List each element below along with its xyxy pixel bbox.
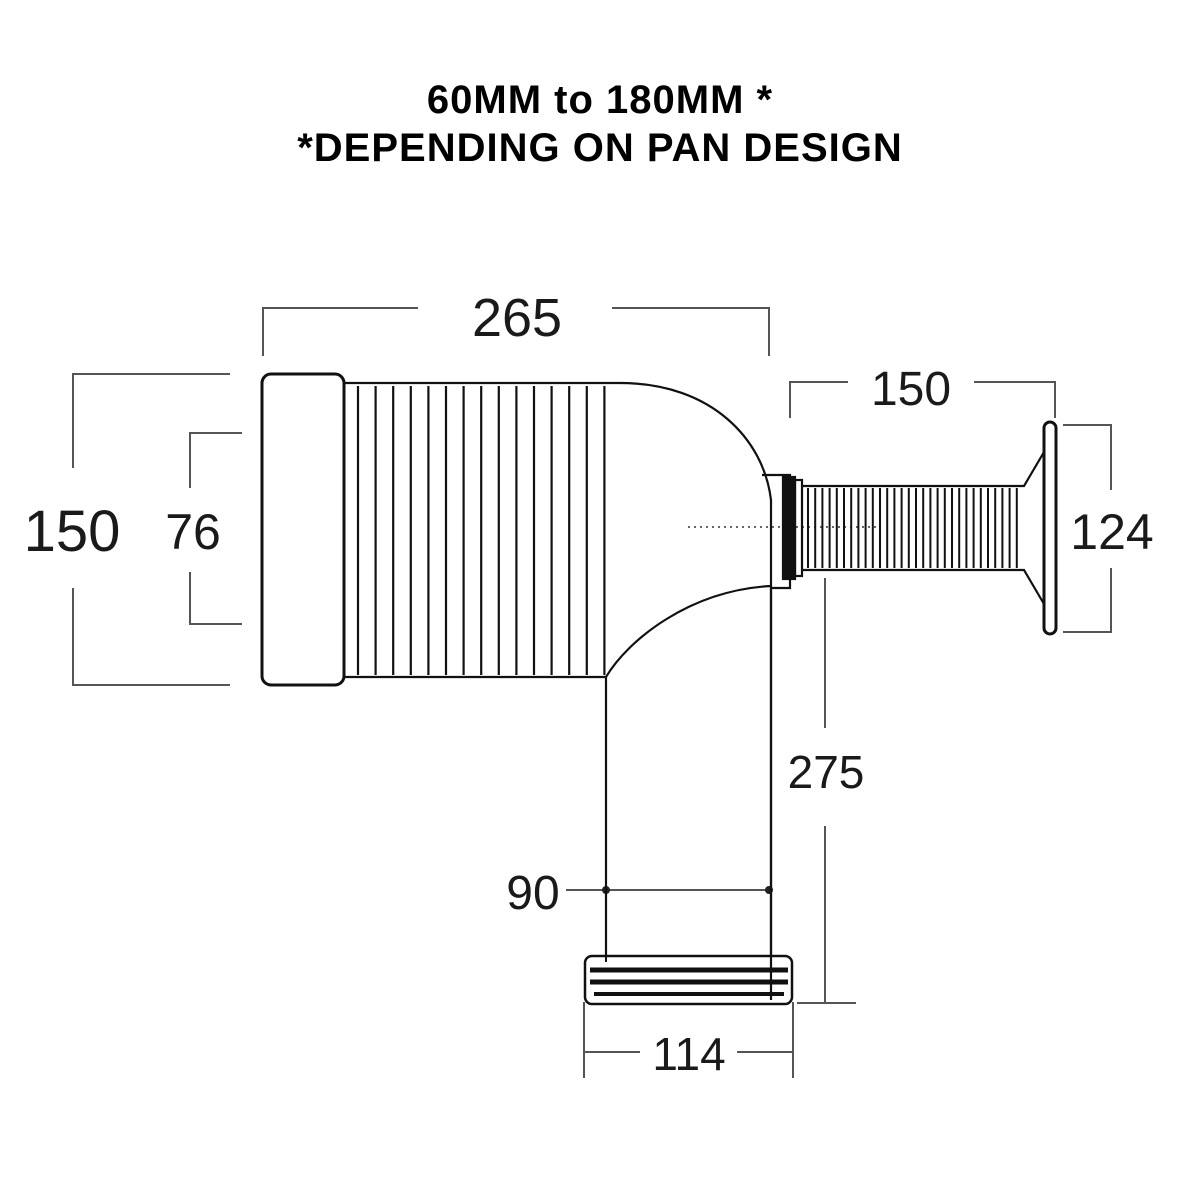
dim-124-lower-bracket [1063, 568, 1112, 633]
dimension-lines [72, 307, 1112, 1078]
dim-label-76: 76 [165, 504, 221, 560]
dim-label-265: 265 [472, 288, 562, 348]
dim-label-150-right: 150 [871, 363, 951, 416]
spigot-body [583, 954, 794, 1006]
dimension-labels: 265 150 76 150 124 275 90 114 [24, 288, 1154, 1080]
dim-label-124: 124 [1070, 504, 1153, 560]
dim-265-right-bracket [612, 307, 770, 356]
flex-connector [781, 420, 1058, 636]
flex-connector-flange [1042, 420, 1058, 636]
dim-76-lower-bracket [189, 572, 242, 625]
dim-150-left-upper-bracket [72, 373, 230, 468]
dim-265-left-bracket [262, 307, 418, 356]
pipe-body [260, 372, 792, 1000]
title-line-1: 60MM to 180MM * [426, 78, 774, 122]
flex-connector-ribs [807, 488, 1018, 568]
elbow-outline [344, 381, 773, 1000]
dim-76-upper-bracket [189, 432, 242, 488]
elbow-inner-outline [344, 584, 772, 679]
dim-150-right-right-bracket [974, 381, 1056, 418]
dim-150-left-lower-bracket [72, 588, 230, 686]
flex-connector-seal [781, 475, 797, 581]
dim-label-90: 90 [506, 867, 559, 920]
dim-label-275: 275 [788, 746, 865, 798]
dim-label-114: 114 [652, 1028, 725, 1080]
bottom-spigot [583, 954, 794, 1006]
title-line-2: *DEPENDING ON PAN DESIGN [297, 126, 903, 170]
pan-socket-collar [260, 372, 346, 687]
dim-label-150-left: 150 [24, 499, 121, 564]
corrugation-ribs [356, 386, 606, 675]
dim-124-upper-bracket [1063, 424, 1112, 490]
dim-150-right-left-bracket [789, 381, 848, 418]
flex-connector-seal-inner [793, 478, 804, 578]
